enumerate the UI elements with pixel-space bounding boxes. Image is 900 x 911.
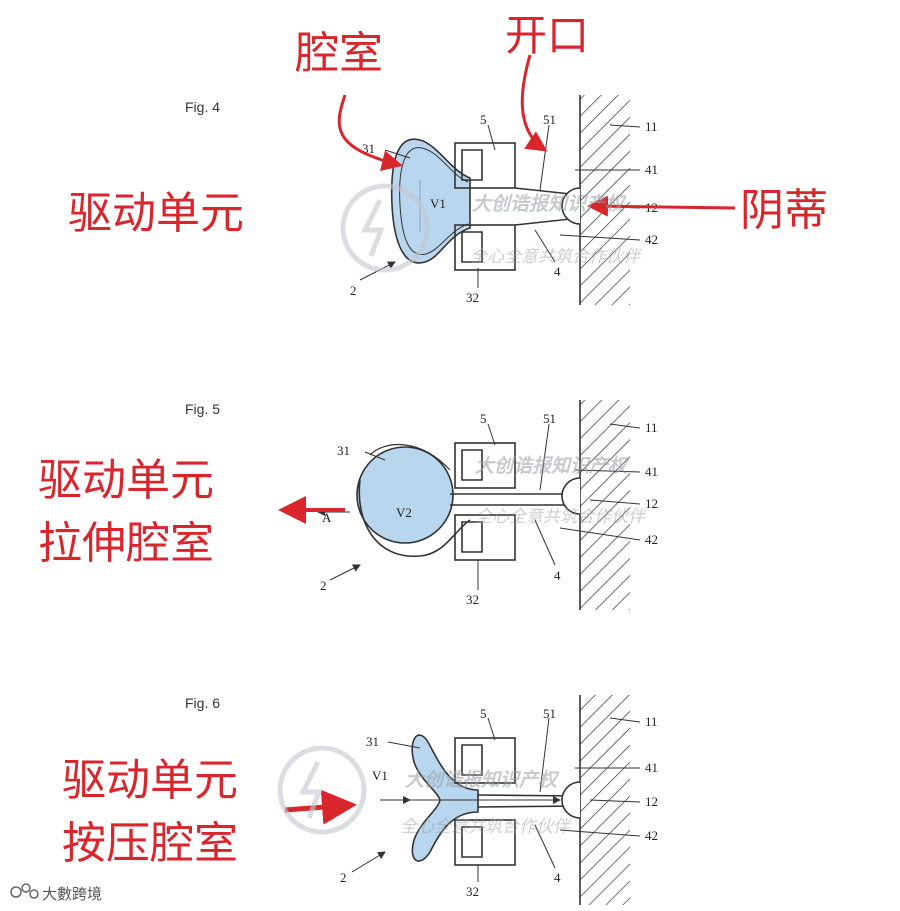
label-32: 32 <box>466 592 479 607</box>
watermark-2: 大创诰报知识产权 全心全意共筑合作伙伴 <box>475 455 647 527</box>
watermark-line1: 大创诰报知识产权 <box>405 769 560 791</box>
label-A: A <box>322 510 332 525</box>
annotation-drive-unit: 驱动单元 <box>62 755 238 806</box>
annotations-fig4: 腔室 开口 驱动单元 阴蒂 <box>68 11 828 239</box>
connector-5-fig5 <box>450 442 581 561</box>
watermark-line2: 全心全意共筑合作伙伴 <box>470 247 642 267</box>
wall-11-fig5 <box>579 400 630 610</box>
label-51: 51 <box>543 706 556 721</box>
annotations-fig5: 驱动单元 拉伸腔室 <box>38 455 345 569</box>
chamber-31-fig5: V2 <box>356 443 471 557</box>
label-51: 51 <box>543 112 556 127</box>
annotation-stretch-chamber: 拉伸腔室 <box>38 518 214 569</box>
arrow-press <box>284 789 357 825</box>
annotation-opening: 开口 <box>505 11 589 60</box>
connector-5-fig6 <box>454 737 581 866</box>
connector-5-fig4 <box>454 142 581 271</box>
label-4: 4 <box>554 870 561 885</box>
label-51: 51 <box>543 411 556 426</box>
annotation-drive-unit: 驱动单元 <box>68 188 244 239</box>
figure-4-title: Fig. 4 <box>185 99 220 115</box>
label-5: 5 <box>480 706 487 721</box>
brand-text: 大數跨境 <box>42 885 102 903</box>
figure-5-title: Fig. 5 <box>185 401 220 417</box>
label-42: 42 <box>645 232 658 247</box>
label-41: 41 <box>645 464 658 479</box>
label-4: 4 <box>554 264 561 279</box>
annotations-fig6: 驱动单元 按压腔室 <box>62 755 357 869</box>
part-labels-fig6: 31 5 51 11 41 12 42 4 32 2 <box>340 706 658 899</box>
label-11: 11 <box>645 714 658 729</box>
annotation-cavity: 腔室 <box>295 28 383 79</box>
watermarks: 大创诰报知识产权 全心全意共筑合作伙伴 大创诰报知识产权 全心全意共筑合作伙伴 … <box>277 183 647 837</box>
watermark-1: 大创诰报知识产权 全心全意共筑合作伙伴 <box>340 183 642 273</box>
label-11: 11 <box>645 420 658 435</box>
annotation-press-chamber: 按压腔室 <box>62 818 238 869</box>
brand-logo: 大數跨境 <box>10 883 102 903</box>
label-2: 2 <box>350 283 357 298</box>
label-12: 12 <box>645 496 658 511</box>
figure-5: Fig. 5 V2 <box>38 400 658 610</box>
label-41: 41 <box>645 760 658 775</box>
part-labels-fig4: 31 5 51 11 41 12 42 4 32 2 <box>350 112 658 305</box>
label-2: 2 <box>320 578 327 593</box>
label-2: 2 <box>340 870 347 885</box>
watermark-line1: 大创诰报知识产权 <box>472 193 627 215</box>
label-41: 41 <box>645 162 658 177</box>
label-31: 31 <box>366 734 379 749</box>
arrow-to-umbilicus <box>587 195 736 217</box>
volume-label-fig4: V1 <box>430 196 446 211</box>
label-12: 12 <box>645 794 658 809</box>
wall-11-fig6 <box>579 695 630 905</box>
volume-label-fig6: V1 <box>372 768 388 783</box>
watermark-line1: 大创诰报知识产权 <box>475 455 630 477</box>
label-42: 42 <box>645 828 658 843</box>
part-labels-fig5: 31 5 51 11 41 12 42 4 32 2 A <box>320 411 658 607</box>
arrow-to-opening <box>520 54 548 152</box>
annotation-umbilicus: 阴蒂 <box>740 185 828 236</box>
label-5: 5 <box>480 411 487 426</box>
figure-4: Fig. 4 V1 <box>68 11 828 305</box>
label-42: 42 <box>645 532 658 547</box>
watermark-line2: 全心全意共筑合作伙伴 <box>475 507 647 527</box>
label-31: 31 <box>337 443 350 458</box>
label-5: 5 <box>480 112 487 127</box>
label-32: 32 <box>466 884 479 899</box>
label-4: 4 <box>554 568 561 583</box>
volume-label-fig5: V2 <box>396 505 412 520</box>
arrow-to-cavity <box>337 94 403 171</box>
leaders-fig6 <box>351 717 641 882</box>
annotation-drive-unit: 驱动单元 <box>38 455 214 506</box>
watermark-3: 大创诰报知识产权 全心全意共筑合作伙伴 <box>277 745 572 837</box>
label-32: 32 <box>466 290 479 305</box>
figure-6: Fig. 6 V1 <box>62 695 658 905</box>
label-11: 11 <box>645 119 658 134</box>
figure-6-title: Fig. 6 <box>185 695 220 711</box>
watermark-line2: 全心全意共筑合作伙伴 <box>400 817 572 837</box>
chamber-31-fig4: V1 <box>390 138 471 264</box>
